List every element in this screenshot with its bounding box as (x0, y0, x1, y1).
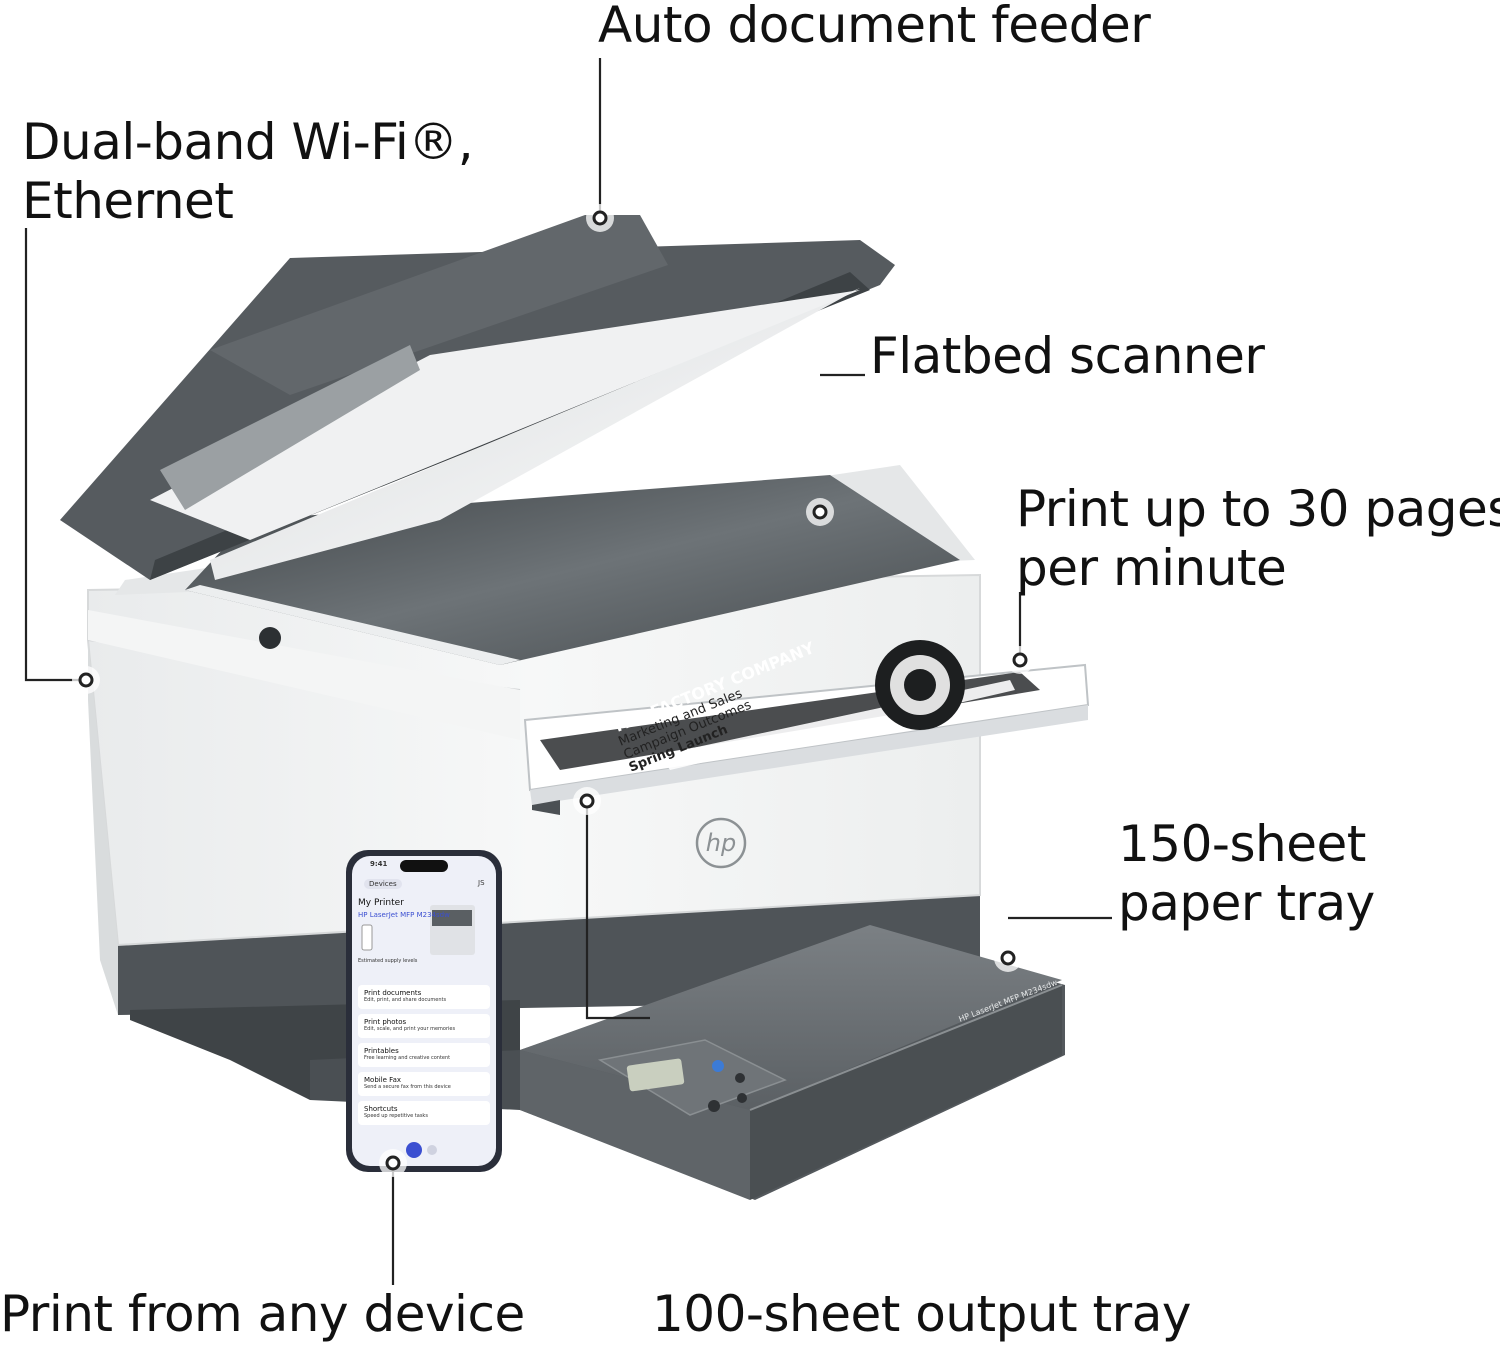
phone-avatar[interactable]: JS (478, 879, 485, 887)
phone-supply-note: Estimated supply levels (358, 958, 418, 964)
phone-menu-item[interactable]: Print photos Edit, scale, and print your… (364, 1018, 456, 1032)
callout-print-speed: Print up to 30 pages per minute (1016, 480, 1500, 597)
output-paper (523, 640, 1090, 815)
phone-menu-item[interactable]: Mobile Fax Send a secure fax from this d… (364, 1076, 451, 1090)
callout-flatbed-scanner: Flatbed scanner (870, 327, 1265, 385)
phone-menu-item[interactable]: Printables Free learning and creative co… (364, 1047, 451, 1061)
phone-back-button[interactable]: Devices (364, 879, 402, 889)
callout-print-from-any-device: Print from any device (0, 1285, 525, 1343)
phone-menu-item[interactable]: Print documents Edit, print, and share d… (364, 989, 447, 1003)
phone-heading: My Printer (358, 898, 404, 908)
hp-logo: hp (695, 817, 747, 869)
scanner-lid (60, 215, 895, 580)
phone-menu-item[interactable]: Shortcuts Speed up repetitive tasks (364, 1105, 428, 1119)
callout-paper-tray: 150-sheet paper tray (1118, 815, 1375, 932)
phone-printer-name[interactable]: HP LaserJet MFP M234sdw (358, 911, 450, 919)
phone-device (346, 850, 502, 1172)
callout-output-tray: 100-sheet output tray (652, 1285, 1191, 1343)
svg-text:hp: hp (706, 829, 736, 857)
phone-time: 9:41 (370, 860, 388, 868)
callout-auto-document-feeder: Auto document feeder (598, 0, 1151, 54)
callout-dots (72, 204, 1034, 1177)
paper-tray: HP LaserJet MFP M234sdw (520, 925, 1065, 1200)
callout-wifi-ethernet: Dual-band Wi-Fi®, Ethernet (22, 113, 474, 230)
